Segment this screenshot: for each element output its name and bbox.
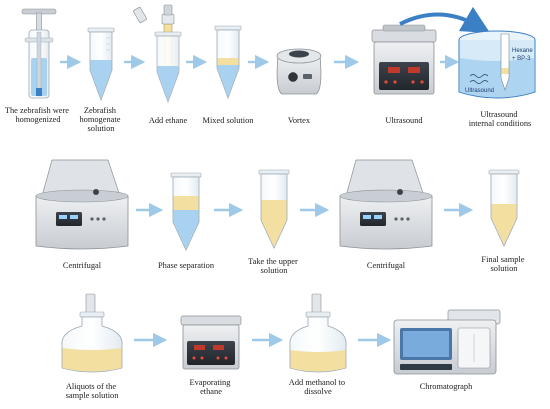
centrifuge-icon-2 [339,159,433,250]
evaporator-bath-icon [180,315,242,370]
step-label-chromatograph: Chromatograph [420,382,473,391]
upper-solution-tube-icon [258,169,290,249]
phase-separation-tube-icon [170,172,202,251]
aliquots-bottle-icon [61,293,123,373]
mixed-tube-icon [214,25,242,100]
step-label-ultrasound-internal: Ultrasound internal conditions [469,110,532,128]
chromatograph-icon [393,309,501,375]
step-label-ultrasound: Ultrasound [385,116,423,125]
centrifuge-icon-1 [35,159,129,250]
homogenizer-icon [21,8,57,99]
step-label-final-sample: Final sample solution [481,255,526,273]
step-label-centrifugal-2: Centrifugal [367,261,406,270]
step-label-homogenate: Zebrafish homogenate solution [79,106,122,133]
pipette-tube-icon [133,4,182,104]
hexane-label: Hexane [512,48,533,54]
step-label-mixed: Mixed solution [203,116,255,125]
step-label-vortex: Vortex [288,116,311,125]
methanol-bottle-icon [289,293,347,373]
ultrasound-detail-label: Ultrasound [465,88,494,94]
ultrasonic-bath-icon [371,24,437,95]
curved-arrow [399,6,491,34]
ultrasound-bath-detail-icon: Hexane + BP-3 Ultrasound [458,30,536,99]
step-label-evaporating: Evaporating ethane [189,378,232,396]
step-label-take-upper: Take the upper solution [248,257,300,275]
step-label-add-ethane: Add ethane [149,116,188,125]
step-label-add-methanol: Add methanol to dissolve [289,378,347,396]
vortex-mixer-icon [276,48,322,95]
step-label-phase-separation: Phase separation [158,261,215,270]
homogenate-tube-icon [87,27,115,102]
step-label-homogenize: The zebrafish were homogenized [5,106,71,124]
bp3-label: + BP-3 [512,56,531,62]
step-label-aliquots: Aliquots of the sample solution [66,382,120,400]
final-sample-tube-icon [488,169,520,247]
step-label-centrifugal-1: Centrifugal [63,261,102,270]
